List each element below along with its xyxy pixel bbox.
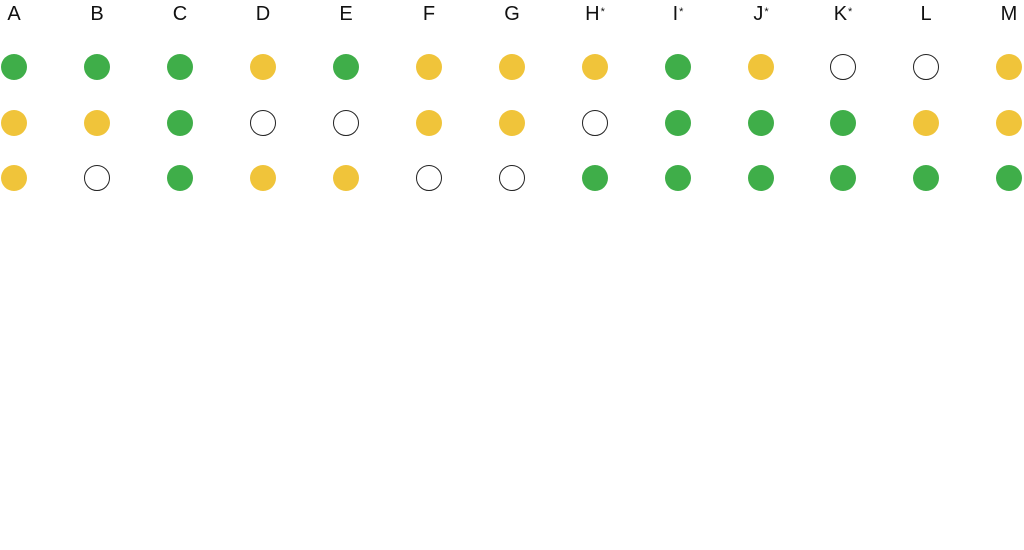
column-l: L (906, 0, 946, 210)
green-dot (830, 110, 856, 136)
green-dot (665, 54, 691, 80)
column-a: A (0, 0, 34, 210)
green-dot (665, 165, 691, 191)
yellow-dot (250, 54, 276, 80)
column-label: G (504, 3, 520, 25)
yellow-dot (1, 165, 27, 191)
column-m: M (989, 0, 1024, 210)
yellow-dot (582, 54, 608, 80)
column-header: B (77, 2, 117, 26)
column-header: J* (741, 2, 781, 26)
empty-dot (84, 165, 110, 191)
column-header: M (989, 2, 1024, 26)
asterisk-mark: * (679, 6, 684, 18)
column-header: K* (823, 2, 863, 26)
green-dot (913, 165, 939, 191)
column-c: C (160, 0, 200, 210)
column-label: M (1000, 3, 1018, 25)
column-e: E (326, 0, 366, 210)
asterisk-mark: * (600, 6, 605, 18)
green-dot (333, 54, 359, 80)
empty-dot (582, 110, 608, 136)
column-j: J* (741, 0, 781, 210)
green-dot (996, 165, 1022, 191)
column-header: C (160, 2, 200, 26)
yellow-dot (416, 54, 442, 80)
column-d: D (243, 0, 283, 210)
column-header: A (0, 2, 34, 26)
green-dot (665, 110, 691, 136)
column-label: D (255, 3, 271, 25)
column-label: C (172, 3, 188, 25)
column-label: H (585, 3, 600, 25)
asterisk-mark: * (764, 6, 769, 18)
yellow-dot (996, 110, 1022, 136)
yellow-dot (913, 110, 939, 136)
yellow-dot (416, 110, 442, 136)
column-label: I (672, 3, 679, 25)
empty-dot (913, 54, 939, 80)
green-dot (167, 165, 193, 191)
column-label: B (90, 3, 104, 25)
column-label: J (753, 3, 764, 25)
empty-dot (250, 110, 276, 136)
green-dot (167, 110, 193, 136)
yellow-dot (499, 110, 525, 136)
yellow-dot (1, 110, 27, 136)
green-dot (167, 54, 193, 80)
column-label: K (833, 3, 848, 25)
column-i: I* (658, 0, 698, 210)
column-k: K* (823, 0, 863, 210)
yellow-dot (996, 54, 1022, 80)
column-label: F (422, 3, 436, 25)
green-dot (582, 165, 608, 191)
column-f: F (409, 0, 449, 210)
empty-dot (499, 165, 525, 191)
empty-dot (830, 54, 856, 80)
green-dot (1, 54, 27, 80)
column-header: E (326, 2, 366, 26)
column-h: H* (575, 0, 615, 210)
empty-dot (416, 165, 442, 191)
green-dot (748, 110, 774, 136)
green-dot (830, 165, 856, 191)
asterisk-mark: * (848, 6, 853, 18)
empty-dot (333, 110, 359, 136)
column-header: G (492, 2, 532, 26)
yellow-dot (499, 54, 525, 80)
column-header: H* (575, 2, 615, 26)
column-b: B (77, 0, 117, 210)
yellow-dot (748, 54, 774, 80)
column-g: G (492, 0, 532, 210)
column-header: L (906, 2, 946, 26)
green-dot (748, 165, 774, 191)
column-label: E (339, 3, 353, 25)
yellow-dot (250, 165, 276, 191)
yellow-dot (84, 110, 110, 136)
column-label: L (920, 3, 932, 25)
column-header: I* (658, 2, 698, 26)
column-header: D (243, 2, 283, 26)
column-label: A (7, 3, 21, 25)
yellow-dot (333, 165, 359, 191)
column-header: F (409, 2, 449, 26)
green-dot (84, 54, 110, 80)
